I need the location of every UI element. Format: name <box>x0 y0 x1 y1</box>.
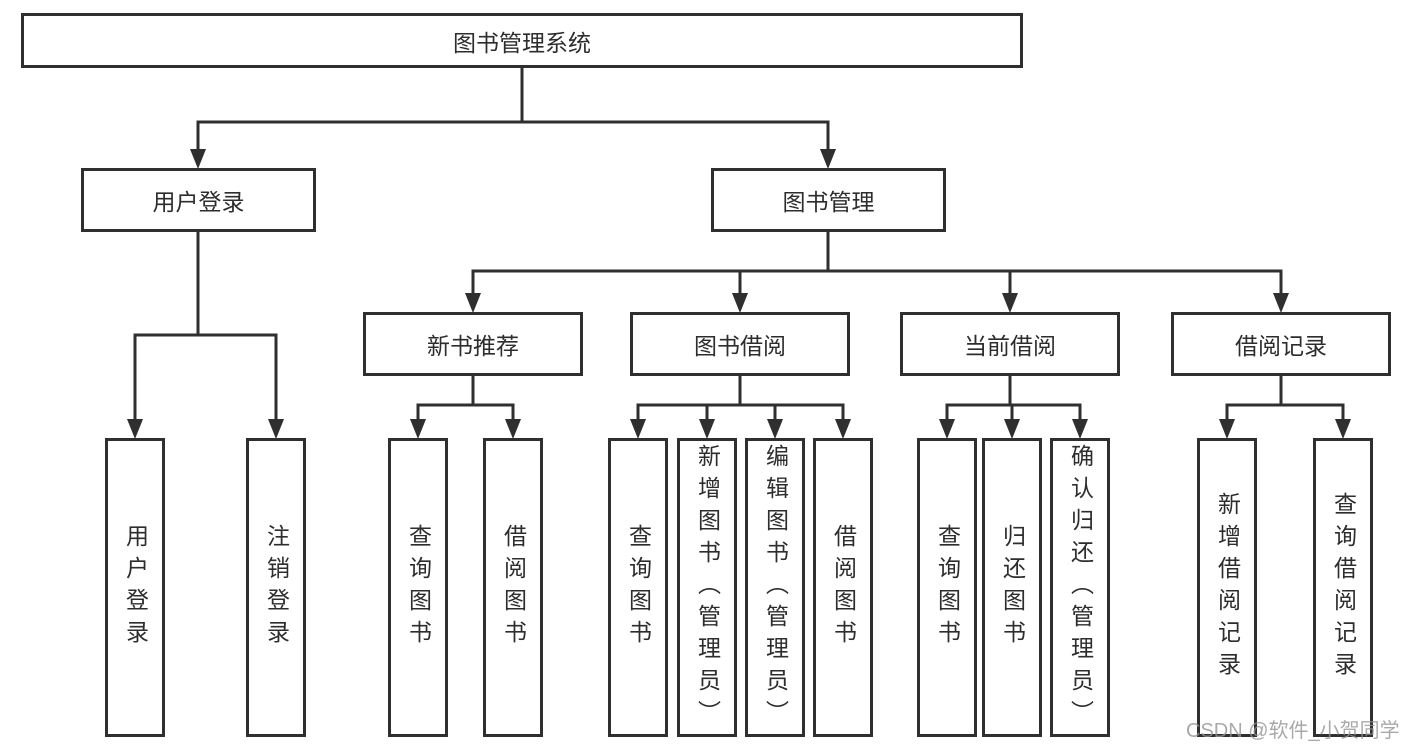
node-label: 借阅图书 <box>830 523 857 652</box>
node-book-management: 图书管理 <box>711 168 946 232</box>
node-query-books-borrowing: 查询图书 <box>608 438 668 737</box>
node-label: 查询图书 <box>405 523 432 652</box>
watermark-text: CSDN @软件_小贺同学 <box>1186 720 1400 742</box>
node-user-login-action: 用户登录 <box>105 438 165 737</box>
node-borrow-books-recommend: 借阅图书 <box>483 438 543 737</box>
node-label: 借阅记录 <box>1235 333 1327 359</box>
node-library-system: 图书管理系统 <box>21 13 1023 68</box>
node-return-book: 归还图书 <box>982 438 1042 737</box>
node-label: 查询图书 <box>625 523 652 652</box>
node-label: 图书借阅 <box>694 333 786 359</box>
node-label: 编辑图书（管理员） <box>762 443 789 732</box>
node-label: 确认归还（管理员） <box>1067 443 1094 732</box>
node-book-borrowing: 图书借阅 <box>630 312 850 376</box>
node-label: 新书推荐 <box>427 333 519 359</box>
node-label: 查询图书 <box>934 523 961 652</box>
node-label: 归还图书 <box>999 523 1026 652</box>
node-add-borrow-record: 新增借阅记录 <box>1197 438 1257 737</box>
node-label: 用户登录 <box>152 189 245 215</box>
node-label: 查询借阅记录 <box>1330 491 1357 684</box>
node-query-borrow-record: 查询借阅记录 <box>1313 438 1373 737</box>
node-confirm-return-admin: 确认归还（管理员） <box>1050 438 1110 737</box>
node-new-book-recommendation: 新书推荐 <box>363 312 583 376</box>
node-label: 新增图书（管理员） <box>694 443 721 732</box>
node-label: 图书管理系统 <box>453 29 591 56</box>
node-label: 注销登录 <box>263 523 290 652</box>
node-add-book-admin: 新增图书（管理员） <box>677 438 737 737</box>
node-query-books-current: 查询图书 <box>917 438 977 737</box>
node-label: 图书管理 <box>782 189 875 215</box>
node-label: 用户登录 <box>122 523 149 652</box>
node-user-login: 用户登录 <box>81 168 316 232</box>
node-label: 新增借阅记录 <box>1214 491 1241 684</box>
node-query-books-recommend: 查询图书 <box>388 438 448 737</box>
node-label: 当前借阅 <box>964 333 1056 359</box>
node-borrow-books-borrowing: 借阅图书 <box>813 438 873 737</box>
node-current-borrowing: 当前借阅 <box>900 312 1120 376</box>
node-logout-action: 注销登录 <box>246 438 306 737</box>
node-label: 借阅图书 <box>500 523 527 652</box>
node-edit-book-admin: 编辑图书（管理员） <box>745 438 805 737</box>
node-borrowing-records: 借阅记录 <box>1171 312 1391 376</box>
